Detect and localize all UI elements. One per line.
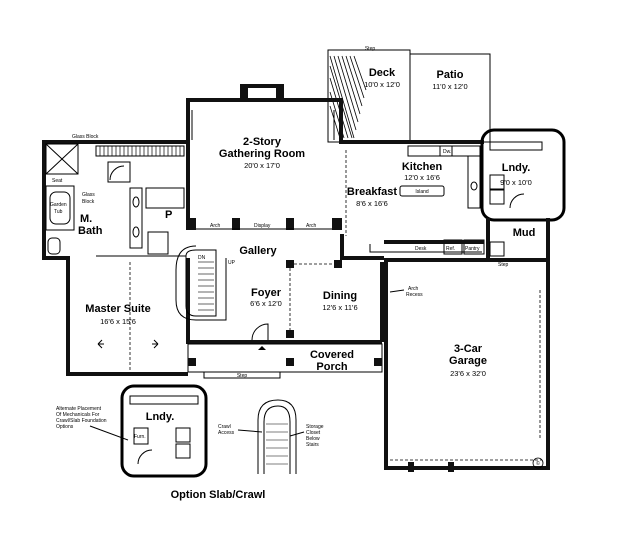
arch-recess-label: Arch: [408, 286, 419, 292]
arch-left-label: Arch: [210, 223, 221, 229]
mud-room: Mud Step: [486, 218, 535, 268]
gallery-title: Gallery: [239, 245, 277, 257]
storage-label-1: Storage: [306, 424, 324, 430]
storage-label-3: Below: [306, 436, 320, 442]
copyright-mark: ©: [536, 460, 540, 467]
garage-dims: 23'6 x 32'0: [450, 369, 486, 378]
crawl-access-label-1: Crawl: [218, 424, 231, 430]
laundry-dims: 9'0 x 10'0: [500, 178, 532, 187]
foyer-title: Foyer: [251, 287, 282, 299]
laundry-room: Lndy. 9'0 x 10'0: [489, 141, 543, 209]
garden-tub-label: Garden: [50, 202, 67, 208]
gallery-foyer: Gallery DN UP Foyer 6'6 x 12'0: [175, 245, 342, 350]
step-label-top: Step: [365, 46, 376, 52]
laundry-title: Lndy.: [502, 162, 531, 174]
porch-title-2: Porch: [316, 361, 347, 373]
display-label: Display: [254, 223, 271, 229]
master-bath-title-2: Bath: [78, 225, 103, 237]
foyer-dims: 6'6 x 12'0: [250, 299, 282, 308]
master-bath-title-1: M.: [80, 213, 92, 225]
patio-dims: 11'0 x 12'0: [432, 82, 467, 91]
kitchen-title: Kitchen: [402, 161, 443, 173]
ref-label: Ref.: [446, 246, 455, 252]
patio-title: Patio: [437, 69, 464, 81]
garage-title-1: 3-Car: [454, 343, 483, 355]
gathering-title-2: Gathering Room: [219, 148, 305, 160]
storage-label-2: Closet: [306, 430, 321, 436]
dw-label: Dw.: [443, 149, 451, 155]
pantry-p-title: P: [165, 209, 172, 221]
desk-label: Desk: [415, 246, 427, 252]
master-suite: Master Suite 16'6 x 15'6: [85, 262, 159, 372]
option-caption: Option Slab/Crawl: [171, 489, 266, 501]
garage-title-2: Garage: [449, 355, 487, 367]
deck-dims: 10'0 x 12'0: [364, 80, 400, 89]
covered-porch: Covered Porch Step: [187, 343, 383, 379]
step-label-porch: Step: [237, 373, 248, 379]
option-note-line-2: Of Mechanicals For: [56, 412, 100, 418]
deck-title: Deck: [369, 67, 396, 79]
step-label-garage: Step: [498, 262, 509, 268]
seat-label: Seat: [52, 178, 63, 184]
dining-title: Dining: [323, 290, 357, 302]
pantry-label: Pantry: [465, 246, 480, 252]
garden-tub-label-2: Tub: [54, 209, 63, 215]
master-bath: Seat Garden Tub Glass Block M. Bath P: [45, 143, 186, 257]
dining-room: Dining 12'6 x 11'6 Arch Recess: [322, 262, 423, 342]
option-note-line-3: Crawl/Slab Foundation: [56, 418, 107, 424]
arch-recess-label-2: Recess: [406, 292, 423, 298]
gathering-title-1: 2-Story: [243, 136, 282, 148]
dining-dims: 12'6 x 11'6: [322, 303, 357, 312]
breakfast-title: Breakfast: [347, 186, 397, 198]
crawl-access-label-2: Access: [218, 430, 235, 436]
gathering-room: 2-Story Gathering Room 20'0 x 17'0 Arch …: [186, 110, 342, 230]
glass-block-side-2: Block: [82, 199, 95, 205]
option-slab-crawl: Alternate Placement Of Mechanicals For C…: [56, 384, 324, 501]
patio-area: Patio 11'0 x 12'0: [409, 53, 491, 143]
option-note-line-4: Options: [56, 424, 74, 430]
mud-title: Mud: [513, 227, 536, 239]
glass-block-top-label: Glass Block: [72, 134, 99, 140]
porch-title-1: Covered: [310, 349, 354, 361]
master-suite-title: Master Suite: [85, 303, 150, 315]
dn-label: DN: [198, 255, 206, 261]
breakfast-dims: 8'6 x 16'6: [356, 199, 388, 208]
gathering-dims: 20'0 x 17'0: [244, 161, 280, 170]
island-label: Island: [415, 189, 429, 195]
arch-right-label: Arch: [306, 223, 317, 229]
glass-block-windows: Glass Block: [72, 134, 185, 157]
kitchen-area: Dw. Kitchen 12'0 x 16'6 Island Breakfast…: [340, 145, 485, 260]
option-laundry-title: Lndy.: [146, 411, 175, 423]
garage: 3-Car Garage 23'6 x 32'0 ©: [390, 290, 544, 472]
glass-block-side: Glass: [82, 192, 95, 198]
up-label: UP: [228, 260, 236, 266]
master-suite-dims: 16'6 x 15'6: [100, 317, 136, 326]
option-note-line-1: Alternate Placement: [56, 406, 102, 412]
outer-walls: [42, 84, 566, 470]
kitchen-dims: 12'0 x 16'6: [404, 173, 440, 182]
storage-label-4: Stairs: [306, 442, 319, 448]
option-furn-label: Furn.: [134, 434, 146, 440]
